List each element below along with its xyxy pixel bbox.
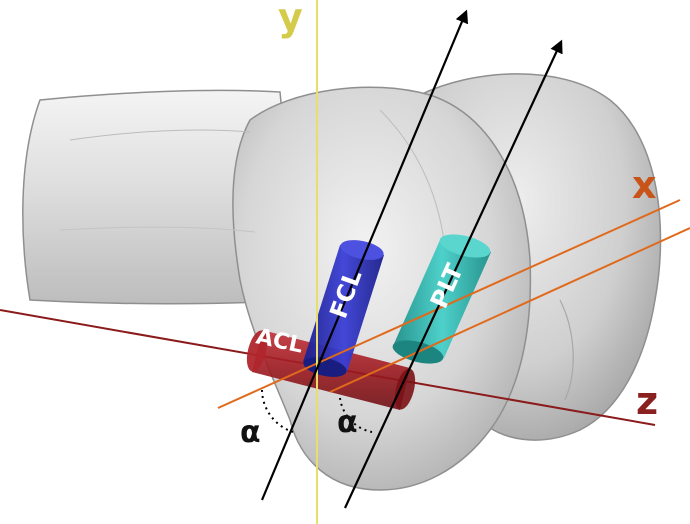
x-axis-upper: [217, 199, 681, 409]
z-axis-label: z: [636, 379, 658, 423]
y-axis-label: y: [278, 0, 303, 39]
plt-axis-arrow: [344, 39, 563, 509]
fcl-axis-arrow: [260, 9, 469, 501]
alpha-label-right: α: [337, 405, 358, 440]
x-axis-lower: [329, 227, 690, 393]
x-axis-label: x: [632, 163, 657, 207]
alpha-label-left: α: [240, 415, 261, 450]
angle-arc-right: [339, 397, 373, 433]
femoral-shaft: [22, 89, 301, 305]
fcl-cylinder: [303, 240, 384, 377]
